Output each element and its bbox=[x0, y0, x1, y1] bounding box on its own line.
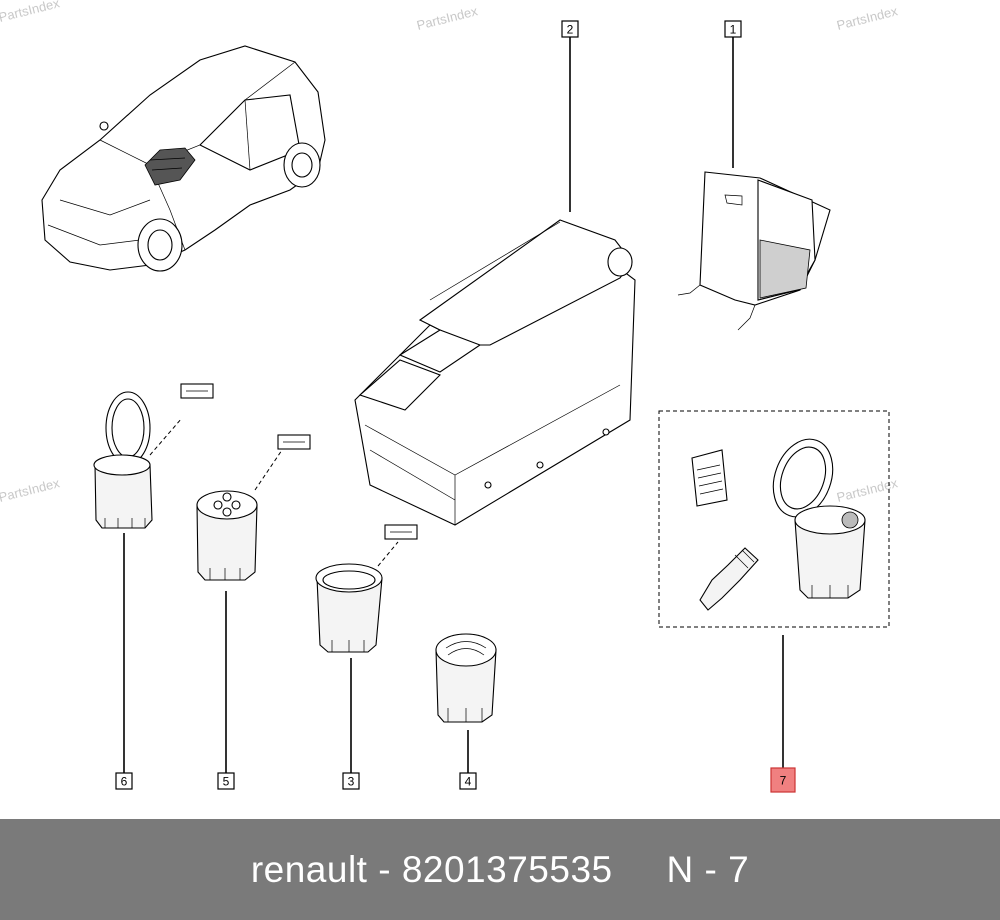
fastener-tag bbox=[277, 434, 311, 450]
callout-7-highlighted[interactable]: 7 bbox=[770, 767, 796, 793]
callout-4[interactable]: 4 bbox=[459, 772, 477, 790]
callout-number: 1 bbox=[730, 23, 737, 37]
callout-number: 6 bbox=[121, 775, 128, 789]
watermark: PartsIndex bbox=[835, 3, 899, 33]
center-console-part bbox=[354, 219, 636, 526]
fastener-tag bbox=[384, 524, 418, 540]
callout-5[interactable]: 5 bbox=[217, 772, 235, 790]
accessory-kit-part-7 bbox=[658, 410, 890, 628]
callout-number: 2 bbox=[567, 23, 574, 37]
ashtray-part-5 bbox=[196, 449, 283, 581]
callout-number: 7 bbox=[780, 774, 787, 788]
fastener-tag bbox=[180, 383, 214, 399]
car-illustration bbox=[41, 45, 326, 272]
exploded-parts-diagram: PartsIndex PartsIndex PartsIndex PartsIn… bbox=[0, 0, 900, 793]
watermark: PartsIndex bbox=[0, 475, 62, 505]
storage-net-bag-part bbox=[677, 171, 831, 331]
watermark: PartsIndex bbox=[835, 475, 899, 505]
callout-number: 5 bbox=[223, 775, 230, 789]
callout-1[interactable]: 1 bbox=[724, 20, 742, 38]
watermark: PartsIndex bbox=[415, 3, 479, 33]
ashtray-part-4 bbox=[435, 633, 497, 723]
callout-number: 3 bbox=[348, 775, 355, 789]
ashtray-part-6 bbox=[93, 391, 183, 529]
part-number-footer: renault - 8201375535 N - 7 bbox=[0, 819, 1000, 920]
callout-3[interactable]: 3 bbox=[342, 772, 360, 790]
callout-6[interactable]: 6 bbox=[115, 772, 133, 790]
watermark: PartsIndex bbox=[0, 0, 62, 25]
callout-number: 4 bbox=[465, 775, 472, 789]
cup-holder-part-3 bbox=[315, 541, 399, 653]
leader-lines bbox=[123, 37, 784, 773]
callout-2[interactable]: 2 bbox=[561, 20, 579, 38]
footer-part-label: renault - 8201375535 N - 7 bbox=[250, 848, 750, 890]
